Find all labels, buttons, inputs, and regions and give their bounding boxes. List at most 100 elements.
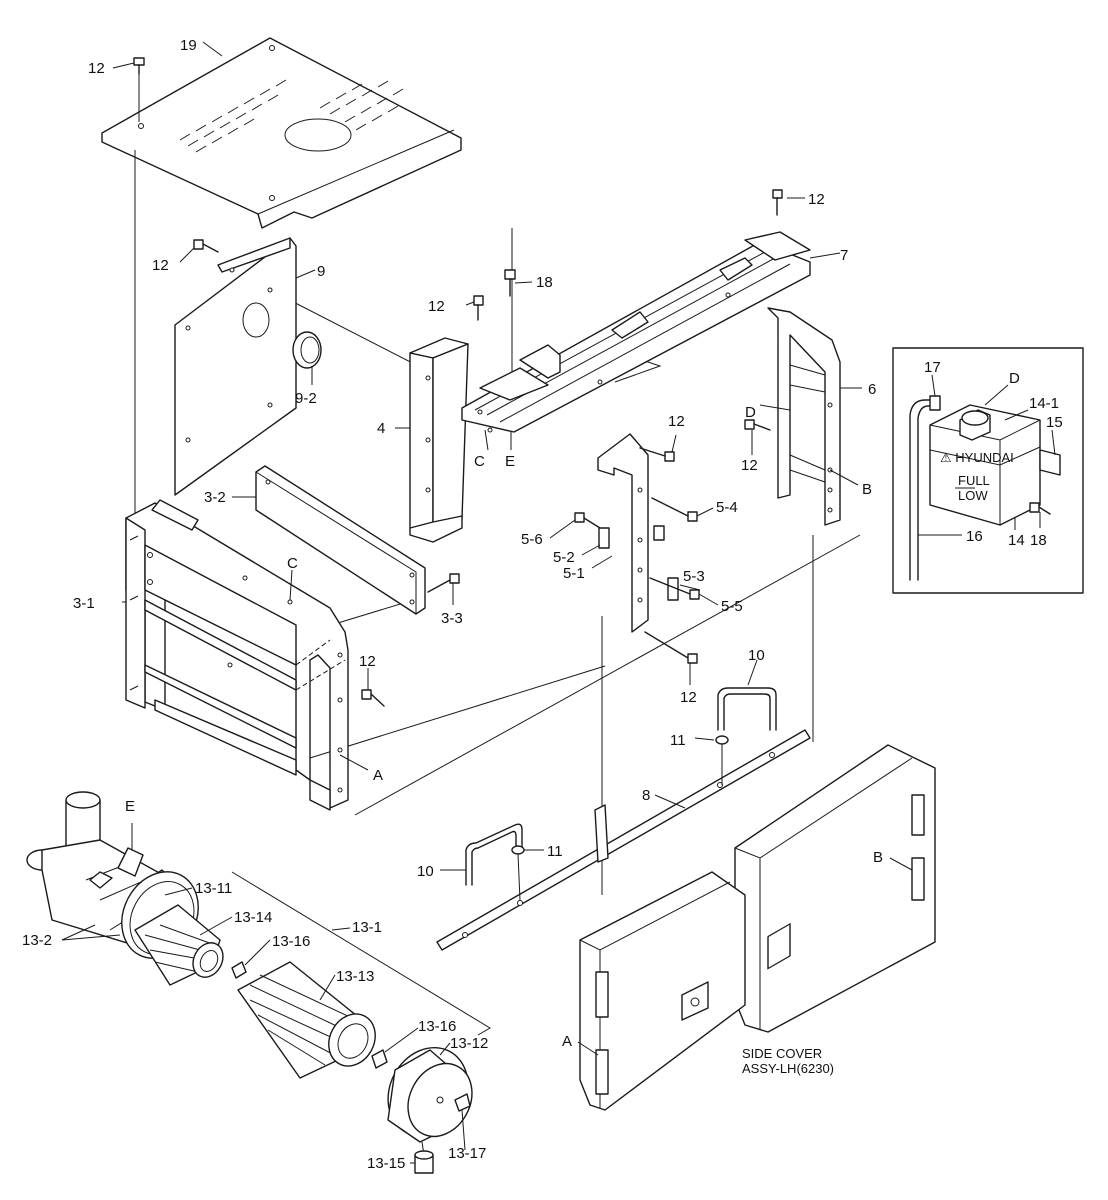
label-18: 18	[1030, 532, 1047, 549]
label-7: 7	[840, 247, 848, 264]
label-9: 9	[317, 263, 325, 280]
label-13-16: 13-16	[272, 933, 310, 950]
label-15: 15	[1046, 414, 1063, 431]
side-cover-caption-line2: ASSY-LH(6230)	[742, 1061, 834, 1076]
tank-full-text: FULL	[958, 473, 990, 488]
rear-bracket-6	[767, 307, 841, 526]
vent-slots-grid	[179, 79, 404, 153]
label-4: 4	[377, 420, 385, 437]
label-13-16: 13-16	[418, 1018, 456, 1035]
label-12: 12	[680, 689, 697, 706]
label-11: 11	[547, 843, 563, 860]
outer-filter-13-13	[237, 961, 376, 1079]
bolt-12-bracket-5-low	[644, 631, 698, 664]
side-cover-caption-line1: SIDE COVER	[742, 1046, 822, 1061]
clamp-17	[929, 395, 941, 411]
label-17: 17	[924, 359, 941, 376]
inner-filter-13-14	[134, 904, 224, 986]
label-A: A	[373, 767, 383, 784]
side-cover-front	[579, 871, 746, 1111]
air-cleaner-13-body	[26, 791, 183, 951]
top-frame-7	[461, 231, 811, 433]
label-5-4: 5-4	[716, 499, 738, 516]
reservoir-tank-14: ⚠ HYUNDAI FULL LOW	[929, 404, 1041, 526]
label-11: 11	[670, 732, 686, 749]
bolt-18-frame	[504, 269, 516, 297]
label-12: 12	[88, 60, 105, 77]
label-13-17: 13-17	[448, 1145, 486, 1162]
label-13-1: 13-1	[352, 919, 382, 936]
label-12: 12	[741, 457, 758, 474]
bracket-15	[1039, 449, 1061, 476]
label-14: 14	[1008, 532, 1025, 549]
label-13-15: 13-15	[367, 1155, 405, 1172]
label-8: 8	[642, 787, 650, 804]
label-18: 18	[536, 274, 553, 291]
bolt-12-panel-9	[193, 239, 219, 253]
bolt-12-bracket-6	[744, 419, 771, 431]
label-5-6: 5-6	[521, 531, 543, 548]
label-12: 12	[359, 653, 376, 670]
label-12: 12	[152, 257, 169, 274]
label-3-1: 3-1	[73, 595, 95, 612]
label-C: C	[474, 453, 485, 470]
top-cover-19	[101, 37, 462, 229]
lower-rail-8	[436, 729, 811, 951]
bolt-18-tank	[1029, 502, 1051, 515]
bolt-12-main-frame	[361, 689, 385, 707]
air-cleaner-13-1-bracket-line	[231, 871, 491, 1036]
label-13-13: 13-13	[336, 968, 374, 985]
label-3-2: 3-2	[204, 489, 226, 506]
side-panel-9	[174, 237, 297, 496]
label-5-2: 5-2	[553, 549, 575, 566]
label-D: D	[745, 404, 756, 421]
label-14-1: 14-1	[1029, 395, 1059, 412]
valve-13-15	[414, 1150, 434, 1174]
main-frame-3-1	[125, 499, 349, 811]
bolt-12-top-left	[133, 57, 145, 75]
hose-16	[909, 399, 936, 581]
label-6: 6	[868, 381, 876, 398]
end-cap-13-12	[387, 1046, 473, 1156]
wing-nut-13-16-lower	[371, 1049, 388, 1069]
leader-lines	[61, 41, 1056, 1164]
handle-10-upper	[717, 687, 777, 731]
handle-10-lower	[465, 823, 523, 886]
bolt-12-frame-left	[473, 295, 484, 321]
label-9-2: 9-2	[295, 390, 317, 407]
label-13-14: 13-14	[234, 909, 272, 926]
side-cover-rear	[734, 744, 936, 1033]
bolt-12-frame-7	[772, 189, 783, 216]
tank-brand-text: ⚠ HYUNDAI	[940, 450, 1014, 465]
label-B: B	[873, 849, 883, 866]
label-12: 12	[808, 191, 825, 208]
label-B: B	[862, 481, 872, 498]
label-A: A	[562, 1033, 572, 1050]
wing-nut-13-16-upper	[231, 961, 247, 979]
label-5-5: 5-5	[721, 598, 743, 615]
label-3-3: 3-3	[441, 610, 463, 627]
label-16: 16	[966, 528, 983, 545]
bolt-5-6	[574, 512, 601, 529]
label-C: C	[287, 555, 298, 572]
label-D: D	[1009, 370, 1020, 387]
label-E: E	[505, 453, 515, 470]
label-13-12: 13-12	[450, 1035, 488, 1052]
label-12: 12	[668, 413, 685, 430]
support-post-4	[409, 337, 469, 543]
center-bracket-5-1	[597, 433, 679, 633]
label-12: 12	[428, 298, 445, 315]
part-labels: 12 19 7 12 12 9 12 18 9-2 4 C E 6 D 12 1…	[22, 37, 1063, 1172]
label-10: 10	[748, 647, 765, 664]
bolt-12-bracket-5	[639, 447, 675, 462]
nut-11-lower	[511, 845, 525, 855]
label-13-2: 13-2	[22, 932, 52, 949]
grommet-9-2	[292, 331, 322, 369]
label-19: 19	[180, 37, 197, 54]
label-13-11: 13-11	[195, 880, 232, 897]
label-E: E	[125, 798, 135, 815]
label-5-3: 5-3	[683, 568, 705, 585]
tank-low-text: LOW	[958, 488, 988, 503]
